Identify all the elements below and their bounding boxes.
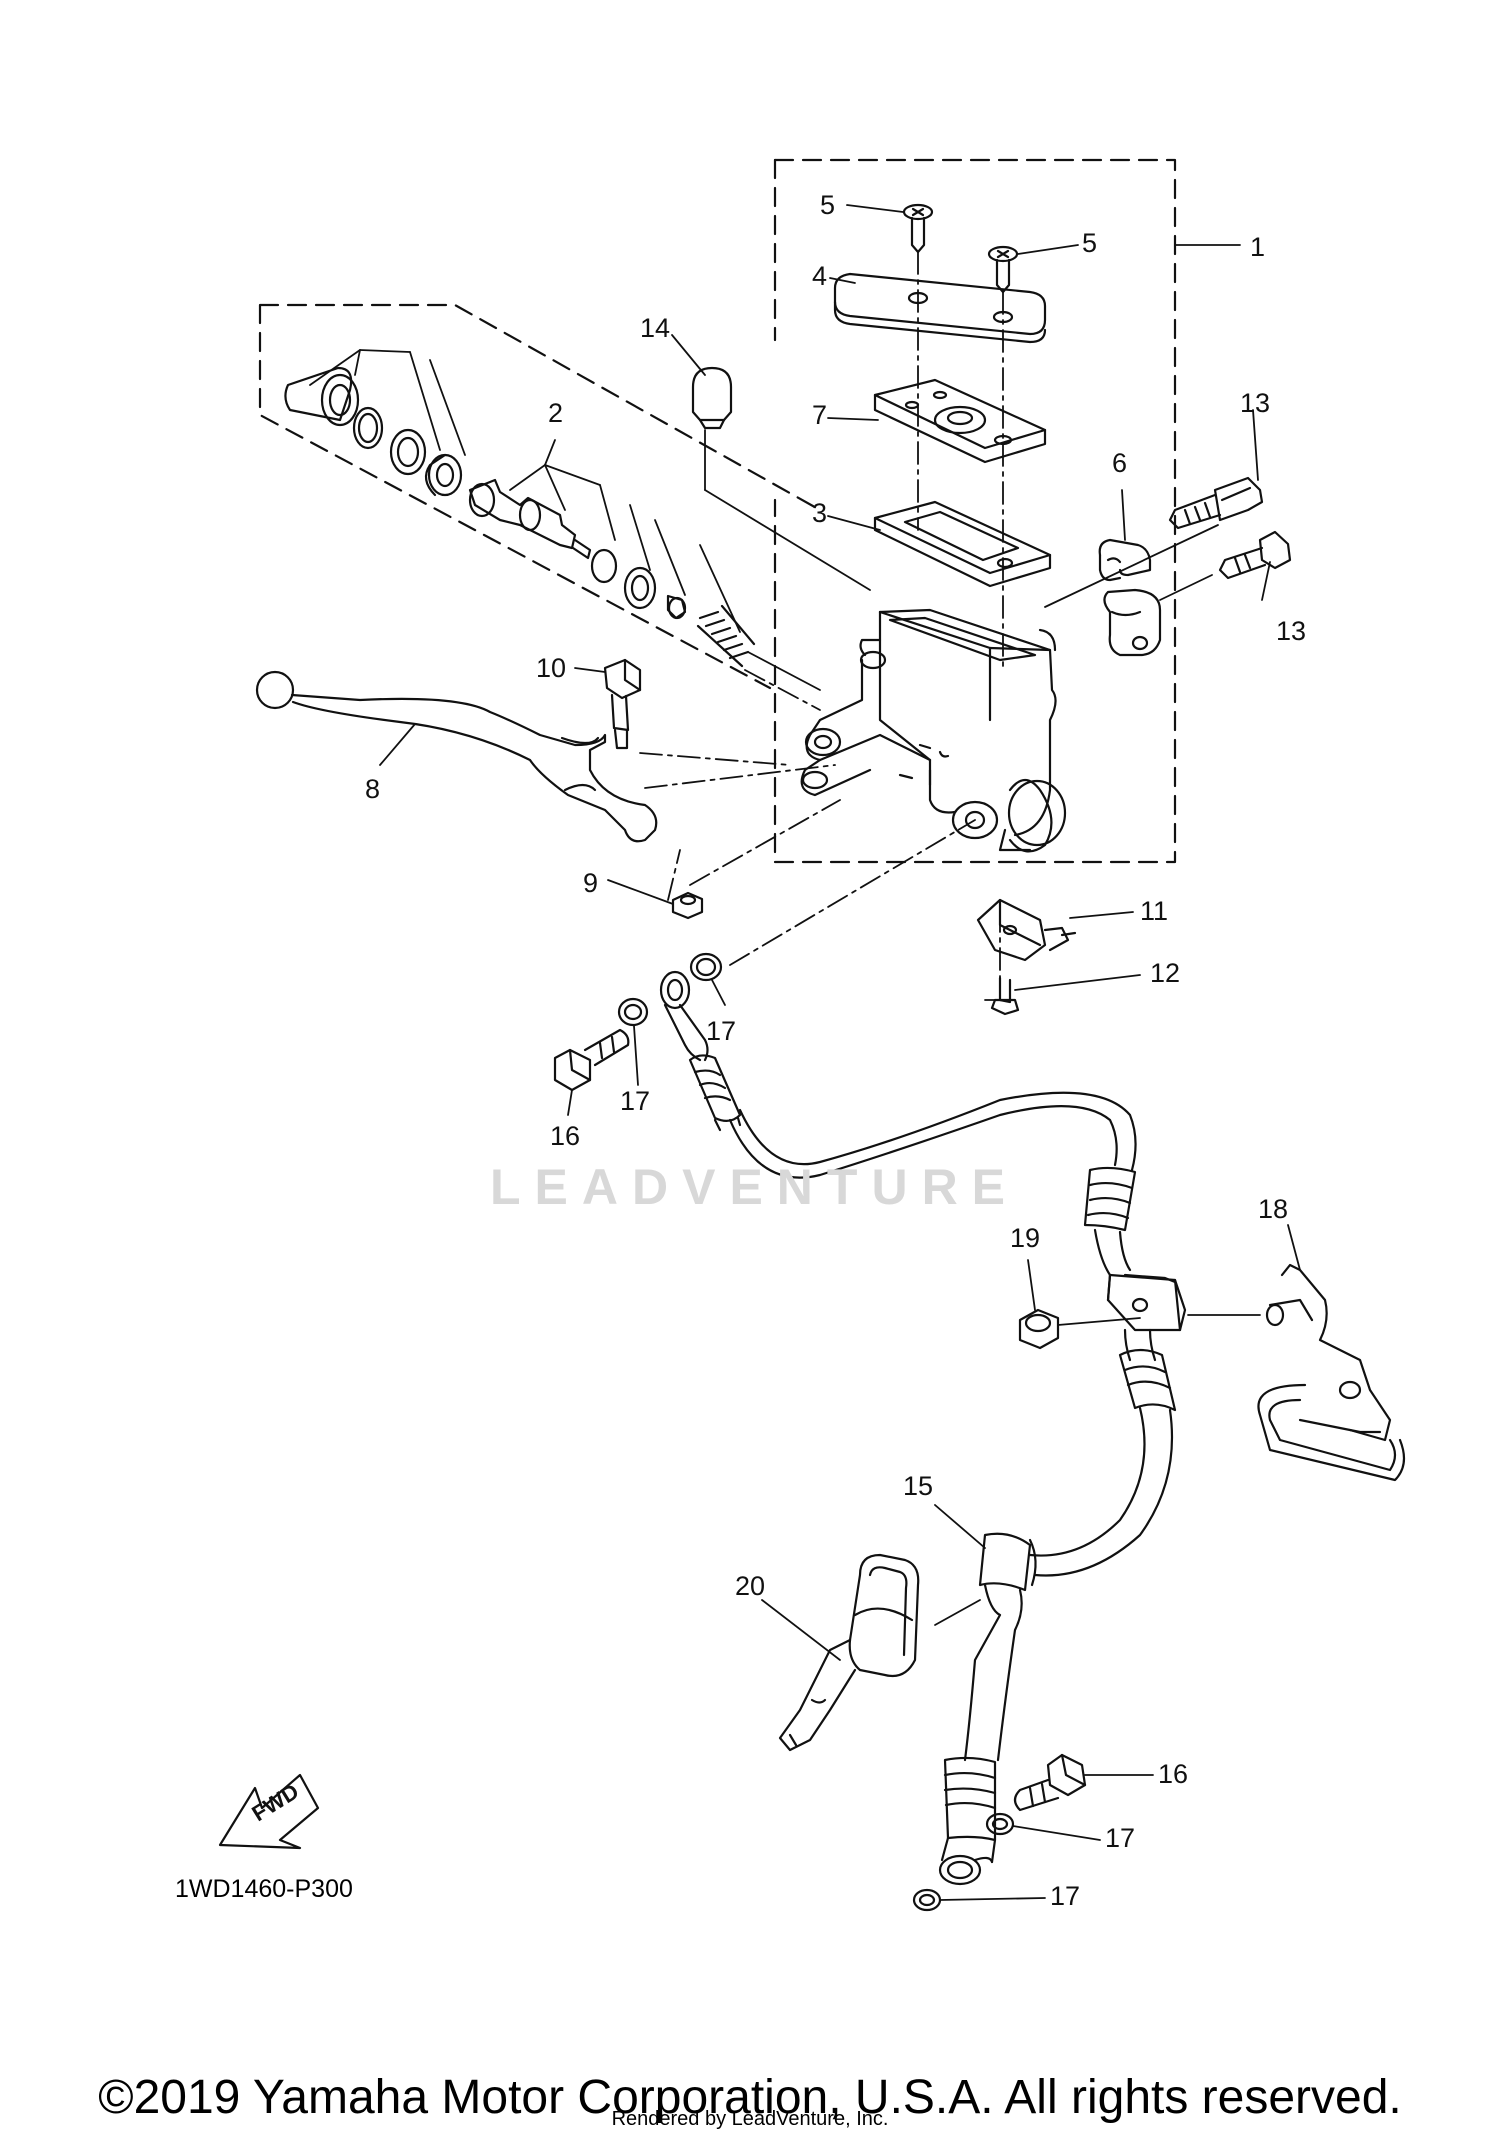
washer-part-17b (617, 997, 649, 1027)
master-cylinder-body (800, 608, 1067, 853)
diaphragm-plate-part-7 (873, 378, 1047, 464)
fwd-arrow-icon (218, 1773, 320, 1850)
copyright-notice: ©2019 Yamaha Motor Corporation, U.S.A. A… (98, 2071, 1402, 2124)
screw-part-5a (902, 203, 934, 254)
callout-1: 1 (1250, 232, 1265, 262)
callout-13b: 13 (1276, 616, 1306, 646)
callout-12: 12 (1150, 958, 1180, 988)
callout-9: 9 (583, 868, 598, 898)
piston-kit-box (258, 303, 822, 690)
brake-hose-part-15 (659, 970, 1187, 1886)
callout-13a: 13 (1240, 388, 1270, 418)
rendered-by-note: Rendered by LeadVenture, Inc. (611, 2108, 889, 2130)
nut-part-19 (1018, 1308, 1060, 1350)
nut-part-9 (671, 891, 704, 920)
bracket-part-18 (1257, 1263, 1406, 1482)
drawing-code: 1WD1460-P300 (175, 1875, 353, 1903)
callout-6: 6 (1112, 448, 1127, 478)
callout-17c: 17 (1105, 1823, 1135, 1853)
brake-lever-part-8 (255, 670, 658, 843)
callout-17a: 17 (706, 1016, 736, 1046)
screw-part-12 (990, 976, 1020, 1016)
callout-5b: 5 (1082, 228, 1097, 258)
callout-16a: 16 (550, 1121, 580, 1151)
callout-5a: 5 (820, 190, 835, 220)
watermark: LEADVENTURE (490, 1159, 1020, 1215)
callout-14: 14 (640, 313, 670, 343)
callout-10: 10 (536, 653, 566, 683)
callout-19: 19 (1010, 1223, 1040, 1253)
washer-part-17a (689, 952, 723, 982)
piston-kit-parts-2 (284, 366, 756, 668)
screw-part-5b (987, 245, 1019, 294)
union-bolt-part-16b (1013, 1753, 1087, 1812)
diaphragm-part-3 (873, 500, 1052, 588)
bolt-part-13a (1168, 476, 1264, 530)
callout-16b: 16 (1158, 1759, 1188, 1789)
callout-17d: 17 (1050, 1881, 1080, 1911)
callout-15: 15 (903, 1471, 933, 1501)
holder-part-6 (1098, 538, 1162, 657)
reservoir-cap-part-4 (833, 272, 1047, 344)
union-bolt-part-16a (553, 1028, 630, 1092)
master-cylinder-assembly-box (773, 158, 1177, 864)
washer-part-17c (985, 1812, 1015, 1836)
fwd-label: FWD (247, 1778, 303, 1826)
callout-8: 8 (365, 774, 380, 804)
clamp-part-20 (778, 1553, 920, 1752)
callout-7: 7 (812, 400, 827, 430)
callout-11: 11 (1140, 896, 1168, 926)
callout-17b: 17 (620, 1086, 650, 1116)
pivot-bolt-part-10 (603, 658, 642, 750)
breather-part-14 (691, 366, 733, 430)
callout-20: 20 (735, 1571, 765, 1601)
callout-2: 2 (548, 398, 563, 428)
washer-part-17d (912, 1888, 942, 1912)
callout-18: 18 (1258, 1194, 1288, 1224)
brake-switch-part-11 (976, 898, 1077, 962)
bolt-part-13b (1218, 530, 1292, 580)
callout-3: 3 (812, 498, 827, 528)
callout-4: 4 (812, 261, 827, 291)
